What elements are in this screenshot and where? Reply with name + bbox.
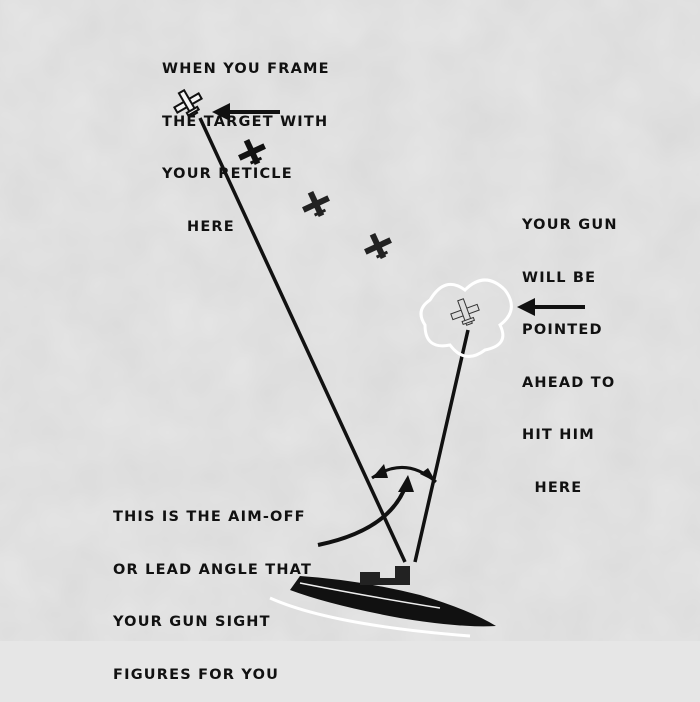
sight-line [198, 117, 407, 563]
gun-line [413, 329, 470, 563]
reticle-note-line: WHEN YOU FRAME [162, 61, 330, 77]
lead-angle-note-line: OR LEAD ANGLE THAT [113, 561, 313, 578]
arc-arrowhead [372, 464, 388, 478]
shell-burst-icon [419, 278, 513, 358]
reticle-note: WHEN YOU FRAME THE TARGET WITH YOUR RETI… [162, 26, 330, 254]
arrow-left-icon [212, 103, 280, 121]
caption-pointer-arrow [317, 484, 408, 547]
gun-note-line: POINTED [522, 322, 603, 338]
gun-note-line: HERE [522, 479, 583, 496]
reticle-note-line: HERE [162, 218, 235, 235]
ship-icon [269, 566, 496, 638]
caption-pointer-arrowhead [398, 475, 414, 492]
gun-note-line: AHEAD TO [522, 374, 616, 391]
lead-angle-note-line: YOUR GUN SIGHT [113, 614, 271, 630]
lead-angle-note: THIS IS THE AIM-OFF OR LEAD ANGLE THAT Y… [113, 474, 312, 702]
lead-angle-note-line: FIGURES FOR YOU [113, 666, 280, 683]
wake [269, 596, 471, 638]
gun-note: YOUR GUN WILL BE POINTED AHEAD TO HIT HI… [522, 182, 618, 515]
gun-note-line: YOUR GUN [522, 217, 618, 233]
arc-arrowhead [420, 468, 436, 482]
arrow-left-icon [517, 298, 585, 316]
lead-angle-note-line: THIS IS THE AIM-OFF [113, 509, 306, 525]
gun-note-line: WILL BE [522, 269, 597, 286]
illustration [0, 0, 700, 641]
gunsight-lead-diagram: WHEN YOU FRAME THE TARGET WITH YOUR RETI… [0, 0, 700, 683]
reticle-note-line: THE TARGET WITH [162, 113, 329, 130]
gun-note-line: HIT HIM [522, 427, 595, 443]
reticle-note-line: YOUR RETICLE [162, 166, 293, 182]
